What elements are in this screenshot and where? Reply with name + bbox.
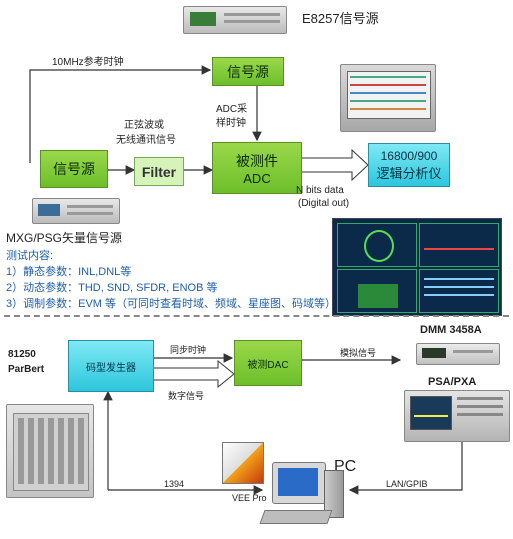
vee-pro-label: VEE Pro xyxy=(232,493,267,503)
tests-title: 测试内容: xyxy=(6,250,54,262)
dut-adc-label: ADC xyxy=(243,170,271,186)
tests-item-modulation: 3）调制参数：EVM 等（可同时查看时域、频域、星座图、码域等） xyxy=(6,298,337,310)
signal-source-left-label: 信号源 xyxy=(53,161,95,177)
pc-monitor-image xyxy=(272,462,326,504)
lan-gpib-connector xyxy=(348,440,463,495)
dut-adc-block: 被测件 ADC xyxy=(212,142,302,194)
signal-source-top-block: 信号源 xyxy=(212,57,284,86)
link-1394-connector xyxy=(103,390,264,495)
logic-analyzer-model-label: 16800/900 xyxy=(380,148,438,163)
parbert-chassis-image xyxy=(6,404,94,498)
logic-analyzer-block: 16800/900 逻辑分析仪 xyxy=(368,143,450,187)
vee-pro-box-image xyxy=(222,442,264,484)
ref-clock-label: 10MHz参考时钟 xyxy=(52,57,124,68)
sine-label-1: 正弦波或 xyxy=(124,120,164,131)
signal-source-top-label: 信号源 xyxy=(227,63,269,80)
pc-keyboard-image xyxy=(259,510,333,524)
logic-analyzer-image xyxy=(340,64,436,132)
logic-analyzer-label: 逻辑分析仪 xyxy=(376,165,442,181)
dut-to-logic-connector xyxy=(299,148,369,182)
psa-label: PSA/PXA xyxy=(428,376,477,388)
pattern-generator-block: 码型发生器 xyxy=(68,340,154,392)
adc-clock-label-2: 样时钟 xyxy=(216,118,246,129)
mxg-instrument-image xyxy=(32,198,120,224)
analog-signal-label: 模拟信号 xyxy=(340,348,377,358)
tests-item-dynamic: 2）动态参数：THD, SND, SFDR, ENOB 等 xyxy=(6,282,218,294)
dmm-instrument-image xyxy=(416,343,500,365)
pc-tower-image xyxy=(324,470,344,518)
parbert-label-model: 81250 xyxy=(8,349,36,360)
measurement-screen-image xyxy=(332,218,502,316)
dac-block: 被测DAC xyxy=(234,340,302,386)
dac-label: 被测DAC xyxy=(247,359,289,371)
filter-block: Filter xyxy=(134,157,184,186)
sine-label-2: 无线通讯信号 xyxy=(116,135,176,146)
filter-label: Filter xyxy=(141,163,177,180)
psa-instrument-image xyxy=(404,390,510,442)
tests-item-static: 1）静态参数：INL,DNL等 xyxy=(6,266,132,278)
signal-source-left-block: 信号源 xyxy=(40,150,108,188)
adc-clock-label-1: ADC采 xyxy=(216,104,248,115)
link-1394-label: 1394 xyxy=(164,479,185,489)
lan-gpib-label: LAN/GPIB xyxy=(386,479,428,489)
sync-clock-label: 同步时钟 xyxy=(170,345,207,355)
ref-clock-connector xyxy=(29,65,212,163)
dut-label: 被测件 xyxy=(236,152,278,169)
mxg-label: MXG/PSG矢量信号源 xyxy=(6,231,123,245)
dmm-label: DMM 3458A xyxy=(420,324,482,336)
parbert-label-name: ParBert xyxy=(8,364,45,375)
pattern-generator-label: 码型发生器 xyxy=(86,362,136,374)
section-divider xyxy=(4,315,509,317)
nbits-label-1: N bits data xyxy=(296,185,344,196)
nbits-label-2: (Digital out) xyxy=(298,198,350,209)
digital-signal-connector xyxy=(151,359,235,389)
e8257-label: E8257信号源 xyxy=(302,11,379,26)
digital-signal-label: 数字信号 xyxy=(168,391,205,401)
e8257-instrument-image xyxy=(183,6,287,34)
